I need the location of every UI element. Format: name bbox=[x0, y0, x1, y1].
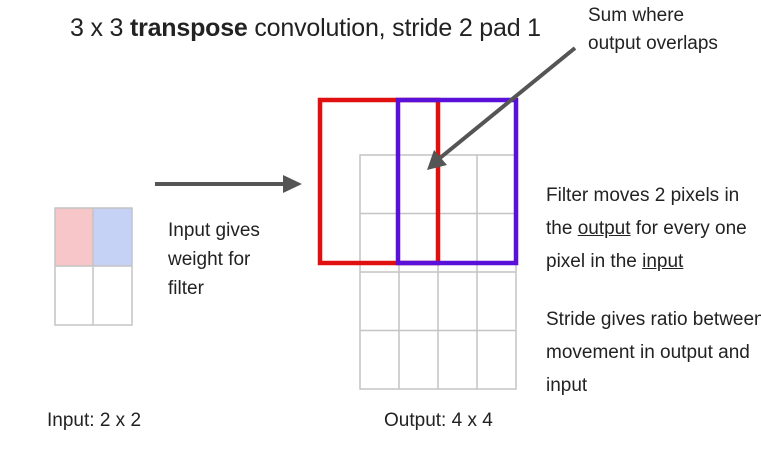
overlap-callout-arrow bbox=[427, 46, 577, 170]
filter-window-red bbox=[317, 97, 441, 266]
output-size-label: Output: 4 x 4 bbox=[384, 410, 493, 431]
filter-window-blue bbox=[395, 97, 519, 266]
input-size-label: Input: 2 x 2 bbox=[47, 410, 142, 431]
filter-movement-note: Filter moves 2 pixels in the output for … bbox=[546, 185, 747, 272]
diagram-title: 3 x 3 transpose convolution, stride 2 pa… bbox=[70, 14, 541, 42]
input-cell-highlight-blue bbox=[93, 208, 132, 266]
input-cell-highlight-red bbox=[55, 208, 93, 266]
input-to-output-arrow bbox=[155, 175, 302, 193]
overlap-callout-text: Sum where output overlaps bbox=[588, 5, 718, 54]
stride-ratio-note: Stride gives ratio between movement in o… bbox=[546, 309, 761, 396]
input-weight-note: Input gives weight for filter bbox=[168, 220, 260, 299]
input-grid bbox=[54, 207, 133, 326]
